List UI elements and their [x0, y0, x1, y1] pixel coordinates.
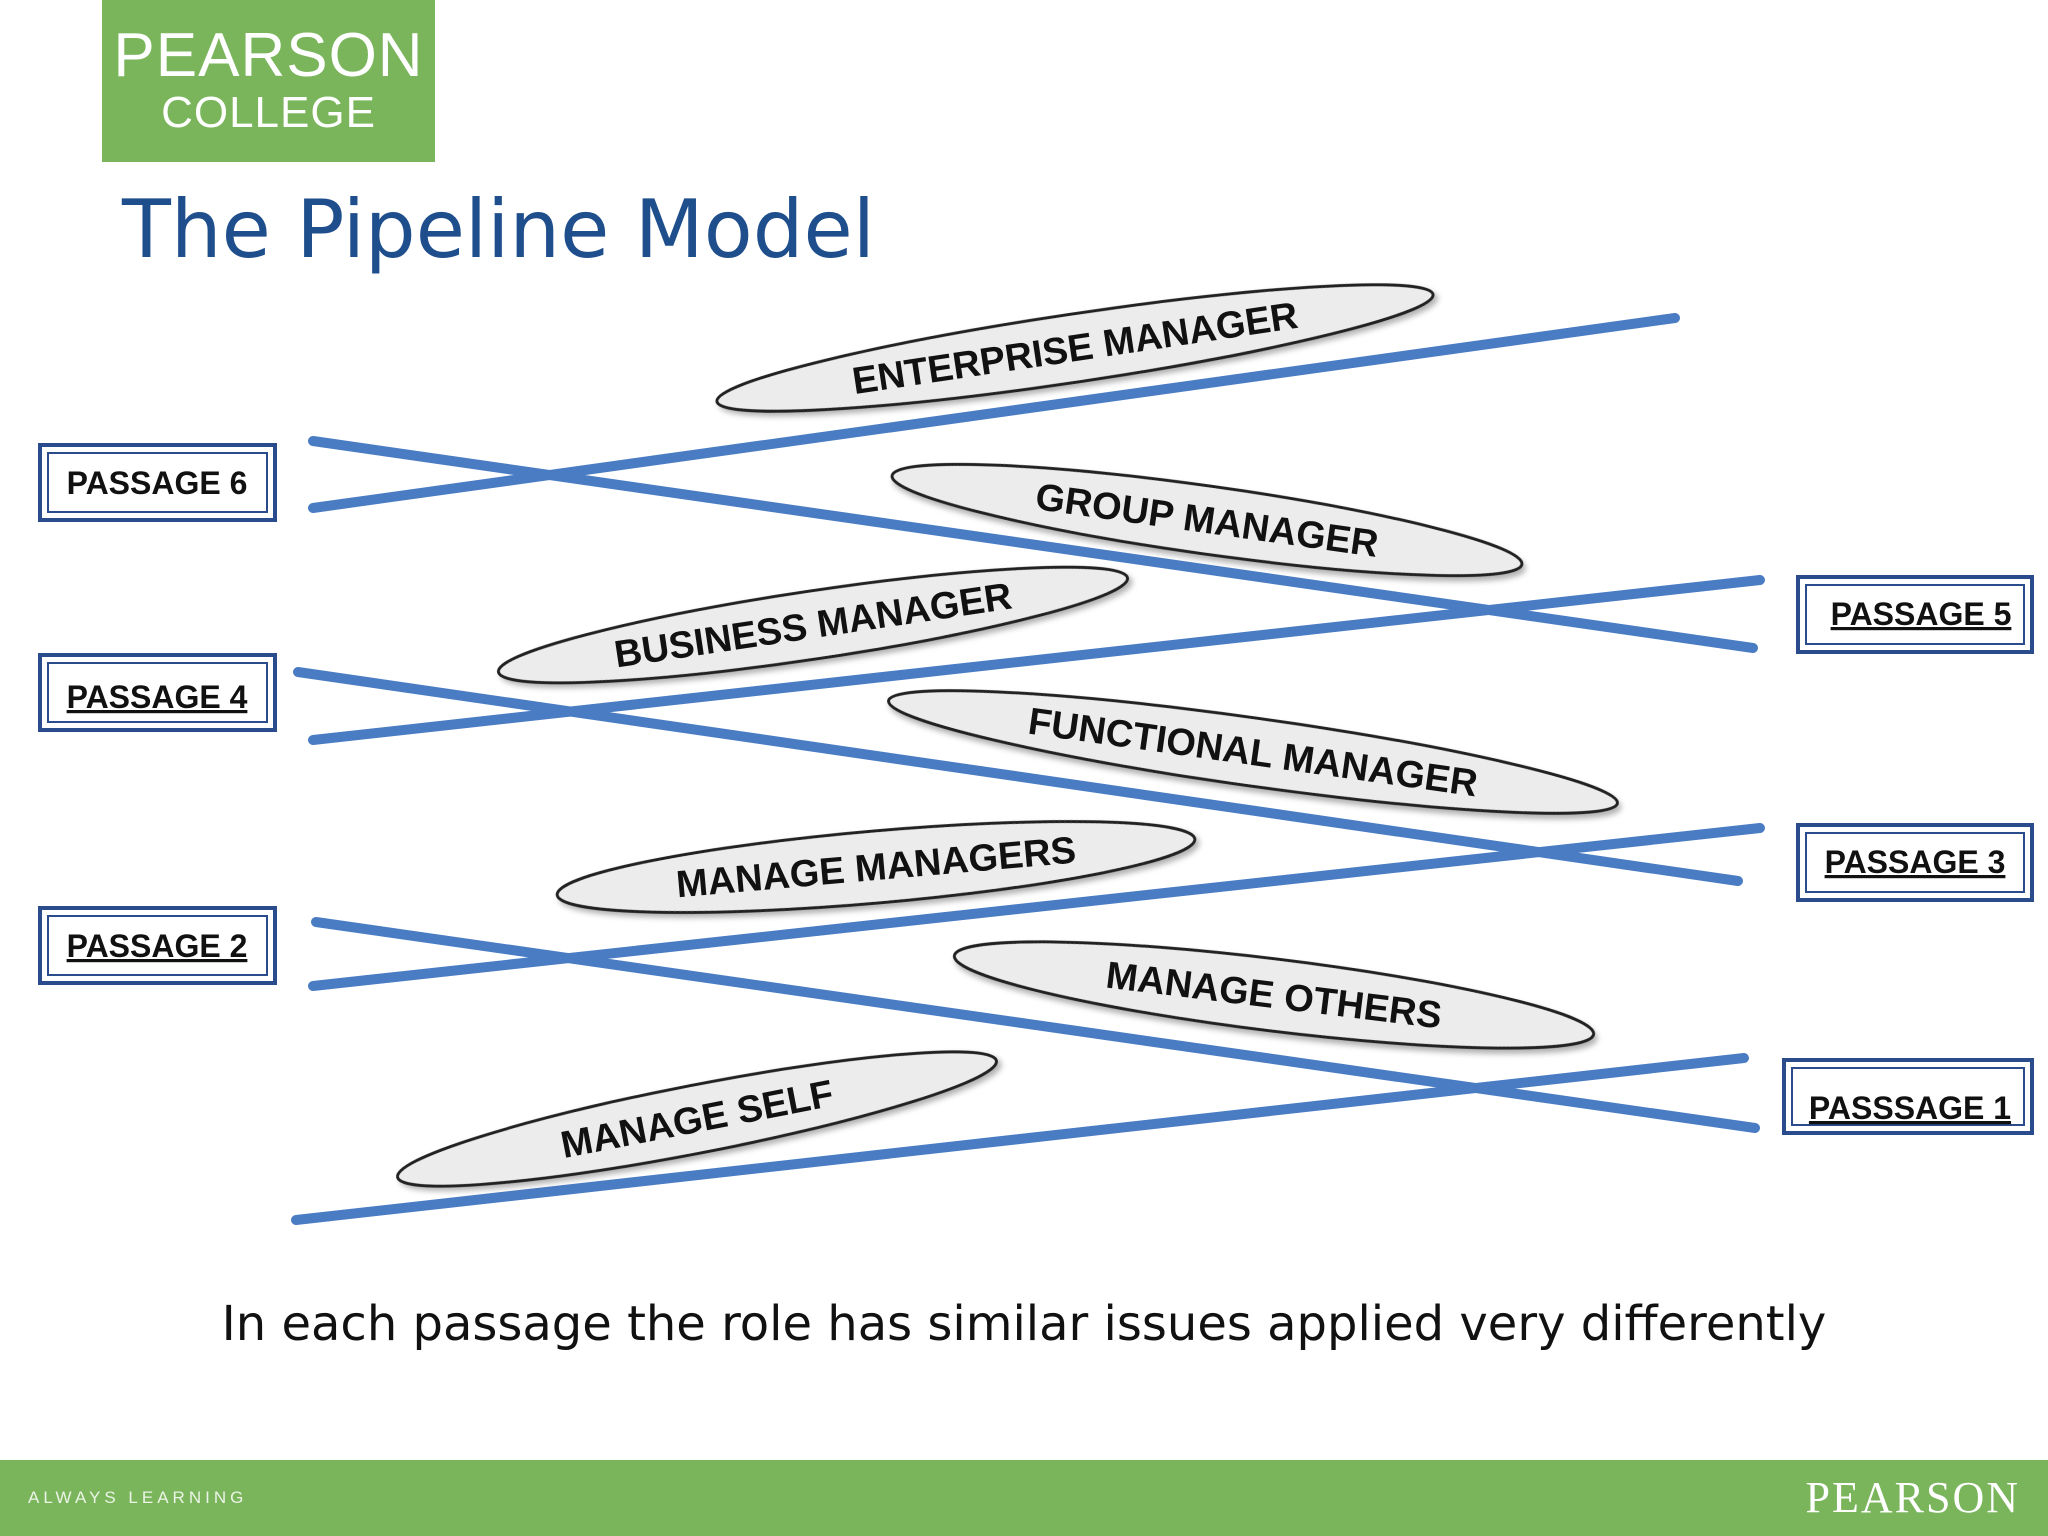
passage-label: PASSAGE 6 — [67, 465, 248, 501]
footer-bar: ALWAYS LEARNING PEARSON — [0, 1460, 2048, 1536]
pipeline-line-functional — [293, 667, 1743, 886]
logo-line-1: PEARSON — [113, 21, 424, 90]
role-manage-others: MANAGE OTHERS — [952, 940, 1596, 1050]
role-ellipse — [555, 820, 1197, 914]
passage-box-5: PASSAGE 5 — [1796, 575, 2034, 654]
passage-label: PASSAGE 3 — [1825, 844, 2006, 880]
passage-box-2: PASSAGE 2 — [38, 906, 277, 985]
passage-box-4: PASSAGE 4 — [38, 653, 277, 732]
slide-caption: In each passage the role has similar iss… — [221, 1296, 1827, 1352]
pipeline-line-passage-5 — [308, 575, 1765, 745]
logo-line-2: COLLEGE — [161, 88, 376, 137]
role-ellipse — [496, 565, 1130, 685]
passage-box-6: PASSAGE 6 — [38, 443, 277, 522]
role-ellipse — [715, 283, 1435, 413]
passage-box-1: PASSSAGE 1 — [1782, 1058, 2034, 1135]
passage-label: PASSAGE 5 — [1831, 596, 2012, 632]
passage-box-3: PASSAGE 3 — [1796, 823, 2034, 902]
pipeline-line-passage-3 — [308, 823, 1765, 991]
role-ellipse — [890, 462, 1524, 578]
passage-label: PASSSAGE 1 — [1809, 1090, 2011, 1126]
pearson-college-logo: PEARSON COLLEGE — [102, 0, 435, 162]
slide-title: The Pipeline Model — [122, 183, 875, 276]
role-ellipse — [952, 940, 1596, 1050]
role-ellipse — [396, 1050, 998, 1188]
passage-label: PASSAGE 2 — [67, 928, 248, 964]
passage-label: PASSAGE 4 — [67, 679, 248, 715]
footer-tagline: ALWAYS LEARNING — [28, 1488, 248, 1507]
footer-brand: PEARSON — [1805, 1473, 2020, 1522]
role-manage-self: MANAGE SELF — [396, 1050, 998, 1188]
role-manage-managers: MANAGE MANAGERS — [555, 820, 1197, 914]
pipeline-line-passage-6 — [308, 313, 1680, 513]
role-ellipse — [887, 689, 1619, 815]
pipeline-line-passage-1 — [291, 1053, 1749, 1225]
role-enterprise-manager: ENTERPRISE MANAGER — [715, 283, 1435, 413]
